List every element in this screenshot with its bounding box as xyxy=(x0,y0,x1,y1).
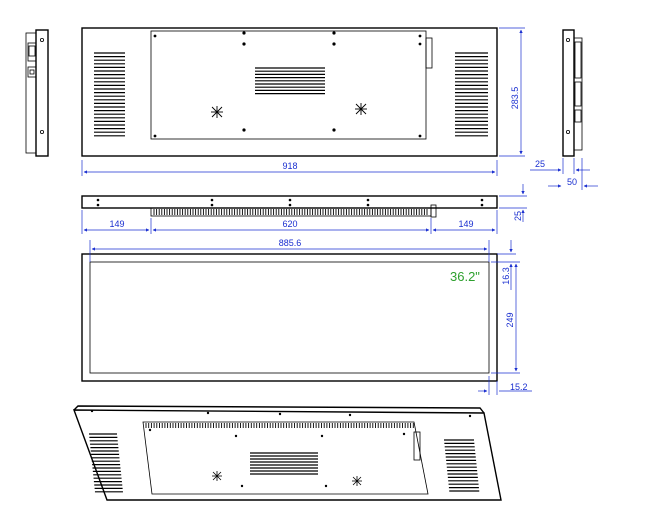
isometric-view xyxy=(72,405,502,501)
right-side-view xyxy=(562,29,583,157)
mount-left-label: 149 xyxy=(109,219,124,229)
fan-icon xyxy=(352,476,362,486)
fan-icon xyxy=(211,106,223,118)
iso-screw-holes xyxy=(90,409,472,488)
side-offset-label: 25 xyxy=(535,159,545,169)
left-vent-grille xyxy=(94,52,125,137)
iso-right-vent-grille xyxy=(444,439,480,492)
iso-top-vent-grille xyxy=(145,423,414,428)
screw-holes xyxy=(153,31,422,138)
dimension-display-width: 885.6 xyxy=(89,238,490,262)
iso-left-vent-grille xyxy=(89,433,123,493)
display-height-label: 249 xyxy=(505,312,515,327)
right-vent-grille xyxy=(455,52,488,137)
iso-center-vent-grille xyxy=(250,452,318,475)
dimension-bezel-bottom: 15.2 xyxy=(478,376,532,395)
display-width-label: 885.6 xyxy=(279,238,302,248)
front-width-label: 918 xyxy=(282,161,297,171)
dimension-front-height: 283.5 xyxy=(499,27,525,157)
top-view xyxy=(81,195,498,218)
bezel-top-label: 16.3 xyxy=(501,267,511,285)
fan-icon xyxy=(212,471,222,481)
fan-icon xyxy=(355,103,367,115)
mount-right-label: 149 xyxy=(458,219,473,229)
side-depth-label: 50 xyxy=(567,177,577,187)
center-vent-grille xyxy=(255,67,325,95)
front-height-label: 283.5 xyxy=(510,87,520,110)
bezel-bottom-label: 15.2 xyxy=(510,382,528,392)
dimension-bezel-top: 16.3 xyxy=(497,240,516,290)
dimension-top-depth: 25 xyxy=(499,184,527,222)
dimension-mount-spacing: 149 620 149 xyxy=(81,210,498,234)
left-side-view xyxy=(25,29,49,157)
dimension-front-width: 918 xyxy=(81,160,498,176)
mount-center-label: 620 xyxy=(282,219,297,229)
top-vent-grille xyxy=(153,209,428,215)
screen-size-label: 36.2" xyxy=(450,269,480,284)
display-front-view xyxy=(81,253,498,382)
dimension-side-offset: 25 xyxy=(530,158,590,174)
dimension-side-depth: 50 xyxy=(548,158,598,190)
dimension-display-height: 249 xyxy=(491,261,520,374)
top-depth-label: 25 xyxy=(513,211,523,221)
rear-view xyxy=(81,27,498,157)
top-screw-holes xyxy=(96,198,484,207)
